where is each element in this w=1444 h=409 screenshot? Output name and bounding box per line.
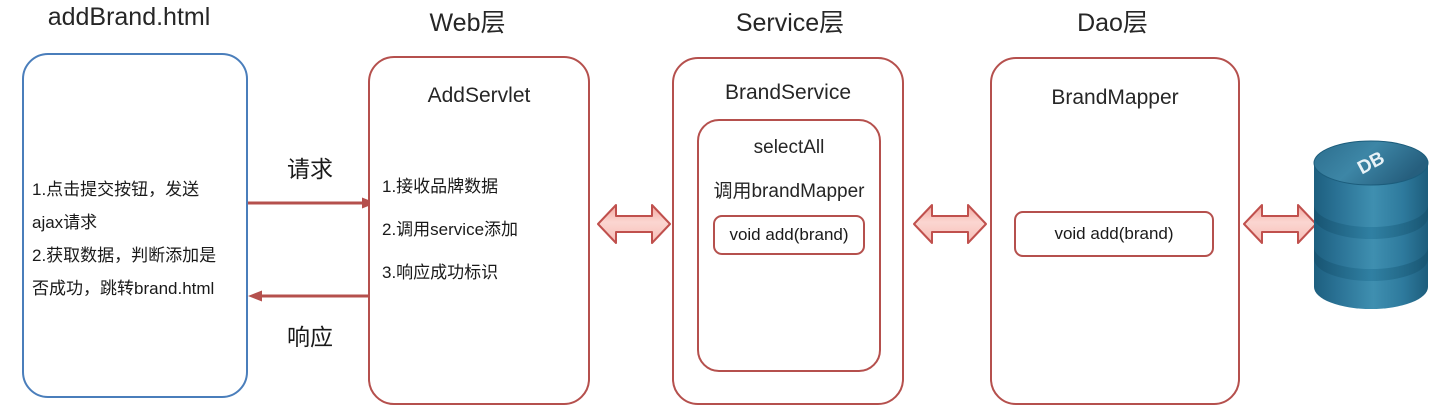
request-flow-label: 请求 <box>287 156 333 182</box>
bidirectional-arrow-service-dao <box>913 204 987 244</box>
web-step-3: 3.响应成功标识 <box>382 263 499 282</box>
addbrand-line-1: 1.点击提交按钮，发送 <box>32 180 200 199</box>
service-layer-box[interactable]: BrandService selectAll 调用brandMapper voi… <box>672 57 904 405</box>
request-arrow <box>248 197 376 209</box>
response-flow-label: 响应 <box>287 324 333 350</box>
database-icon: DB <box>1313 140 1429 309</box>
bidirectional-arrow-web-service <box>597 204 671 244</box>
bidirectional-arrow-dao-db <box>1243 204 1317 244</box>
column-title-addbrand: addBrand.html <box>47 3 211 31</box>
dao-method-void-add-box[interactable]: void add(brand) <box>1014 211 1214 257</box>
column-title-dao: Dao层 <box>1077 9 1148 37</box>
selectall-inner-box[interactable]: selectAll 调用brandMapper void add(brand) <box>697 119 881 372</box>
web-step-1: 1.接收品牌数据 <box>382 177 499 196</box>
selectall-heading: selectAll <box>753 137 825 158</box>
addbrand-html-box[interactable]: 1.点击提交按钮，发送 ajax请求 2.获取数据，判断添加是 否成功，跳转br… <box>22 53 248 398</box>
column-title-web: Web层 <box>429 9 506 37</box>
brandservice-heading: BrandService <box>724 81 852 104</box>
call-brandmapper-label: 调用brandMapper <box>713 181 865 202</box>
web-layer-box[interactable]: AddServlet 1.接收品牌数据 2.调用service添加 3.响应成功… <box>368 56 590 405</box>
service-method-label: void add(brand) <box>729 225 849 244</box>
web-step-2: 2.调用service添加 <box>382 220 519 239</box>
addbrand-line-3: 2.获取数据，判断添加是 <box>32 246 217 265</box>
addbrand-line-2: ajax请求 <box>32 213 98 232</box>
addbrand-line-4: 否成功，跳转brand.html <box>32 279 215 298</box>
response-arrow <box>248 290 376 302</box>
addservlet-heading: AddServlet <box>427 84 531 107</box>
dao-method-label: void add(brand) <box>1054 224 1174 243</box>
dao-layer-box[interactable]: BrandMapper void add(brand) <box>990 57 1240 405</box>
service-method-void-add-box[interactable]: void add(brand) <box>713 215 865 255</box>
column-title-service: Service层 <box>735 9 845 37</box>
brandmapper-heading: BrandMapper <box>1051 86 1179 109</box>
